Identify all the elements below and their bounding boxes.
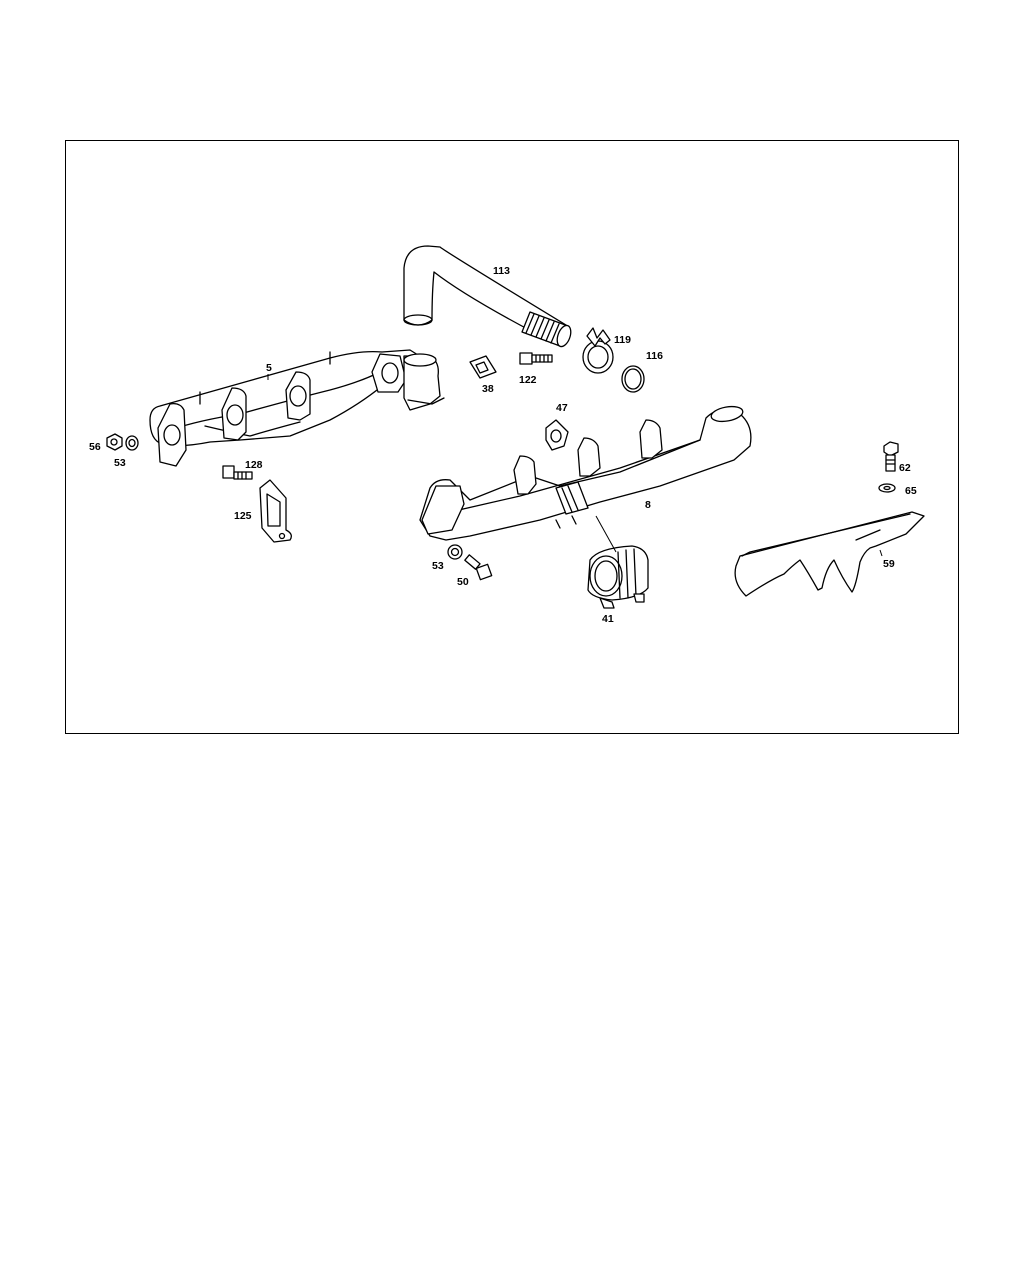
clamp-119[interactable] <box>582 327 614 374</box>
callout-53-lower: 53 <box>432 560 444 572</box>
callout-125: 125 <box>234 510 252 522</box>
callout-47: 47 <box>556 402 568 414</box>
bolt-122[interactable] <box>519 352 553 365</box>
callout-5: 5 <box>266 362 272 374</box>
callout-128: 128 <box>245 459 263 471</box>
bolt-62[interactable] <box>883 441 899 472</box>
diagram-frame <box>65 140 959 734</box>
crossover-pipe-113[interactable] <box>403 245 573 348</box>
washer-53-lower[interactable] <box>447 544 463 560</box>
callout-113: 113 <box>493 265 510 277</box>
callout-labels: 113 119 116 5 38 122 47 56 53 128 125 8 … <box>89 265 917 625</box>
heat-shield-59[interactable] <box>734 511 925 597</box>
callout-59: 59 <box>883 558 895 570</box>
bellows-41[interactable] <box>587 545 649 609</box>
bolt-50[interactable] <box>464 554 493 581</box>
gasket-125[interactable] <box>259 479 292 543</box>
callout-122: 122 <box>519 374 537 386</box>
callout-65: 65 <box>905 485 917 497</box>
washer-65[interactable] <box>878 483 896 493</box>
callout-50: 50 <box>457 576 469 588</box>
seal-ring-116[interactable] <box>621 365 645 393</box>
bolt-128[interactable] <box>222 465 253 480</box>
callout-116: 116 <box>646 350 663 362</box>
leader-lines <box>267 374 883 557</box>
nut-56[interactable] <box>106 433 123 451</box>
exhaust-manifold-8[interactable] <box>419 404 752 541</box>
callout-38: 38 <box>482 383 494 395</box>
exhaust-manifold-5[interactable] <box>149 349 445 467</box>
callout-56: 56 <box>89 441 101 453</box>
callout-53-left: 53 <box>114 457 126 469</box>
callout-41: 41 <box>602 613 614 625</box>
washer-53-left[interactable] <box>125 435 139 451</box>
callout-62: 62 <box>899 462 911 474</box>
gasket-47[interactable] <box>545 419 569 451</box>
callout-119: 119 <box>614 334 631 346</box>
callout-8: 8 <box>645 499 651 511</box>
nut-plate-38[interactable] <box>469 355 497 379</box>
